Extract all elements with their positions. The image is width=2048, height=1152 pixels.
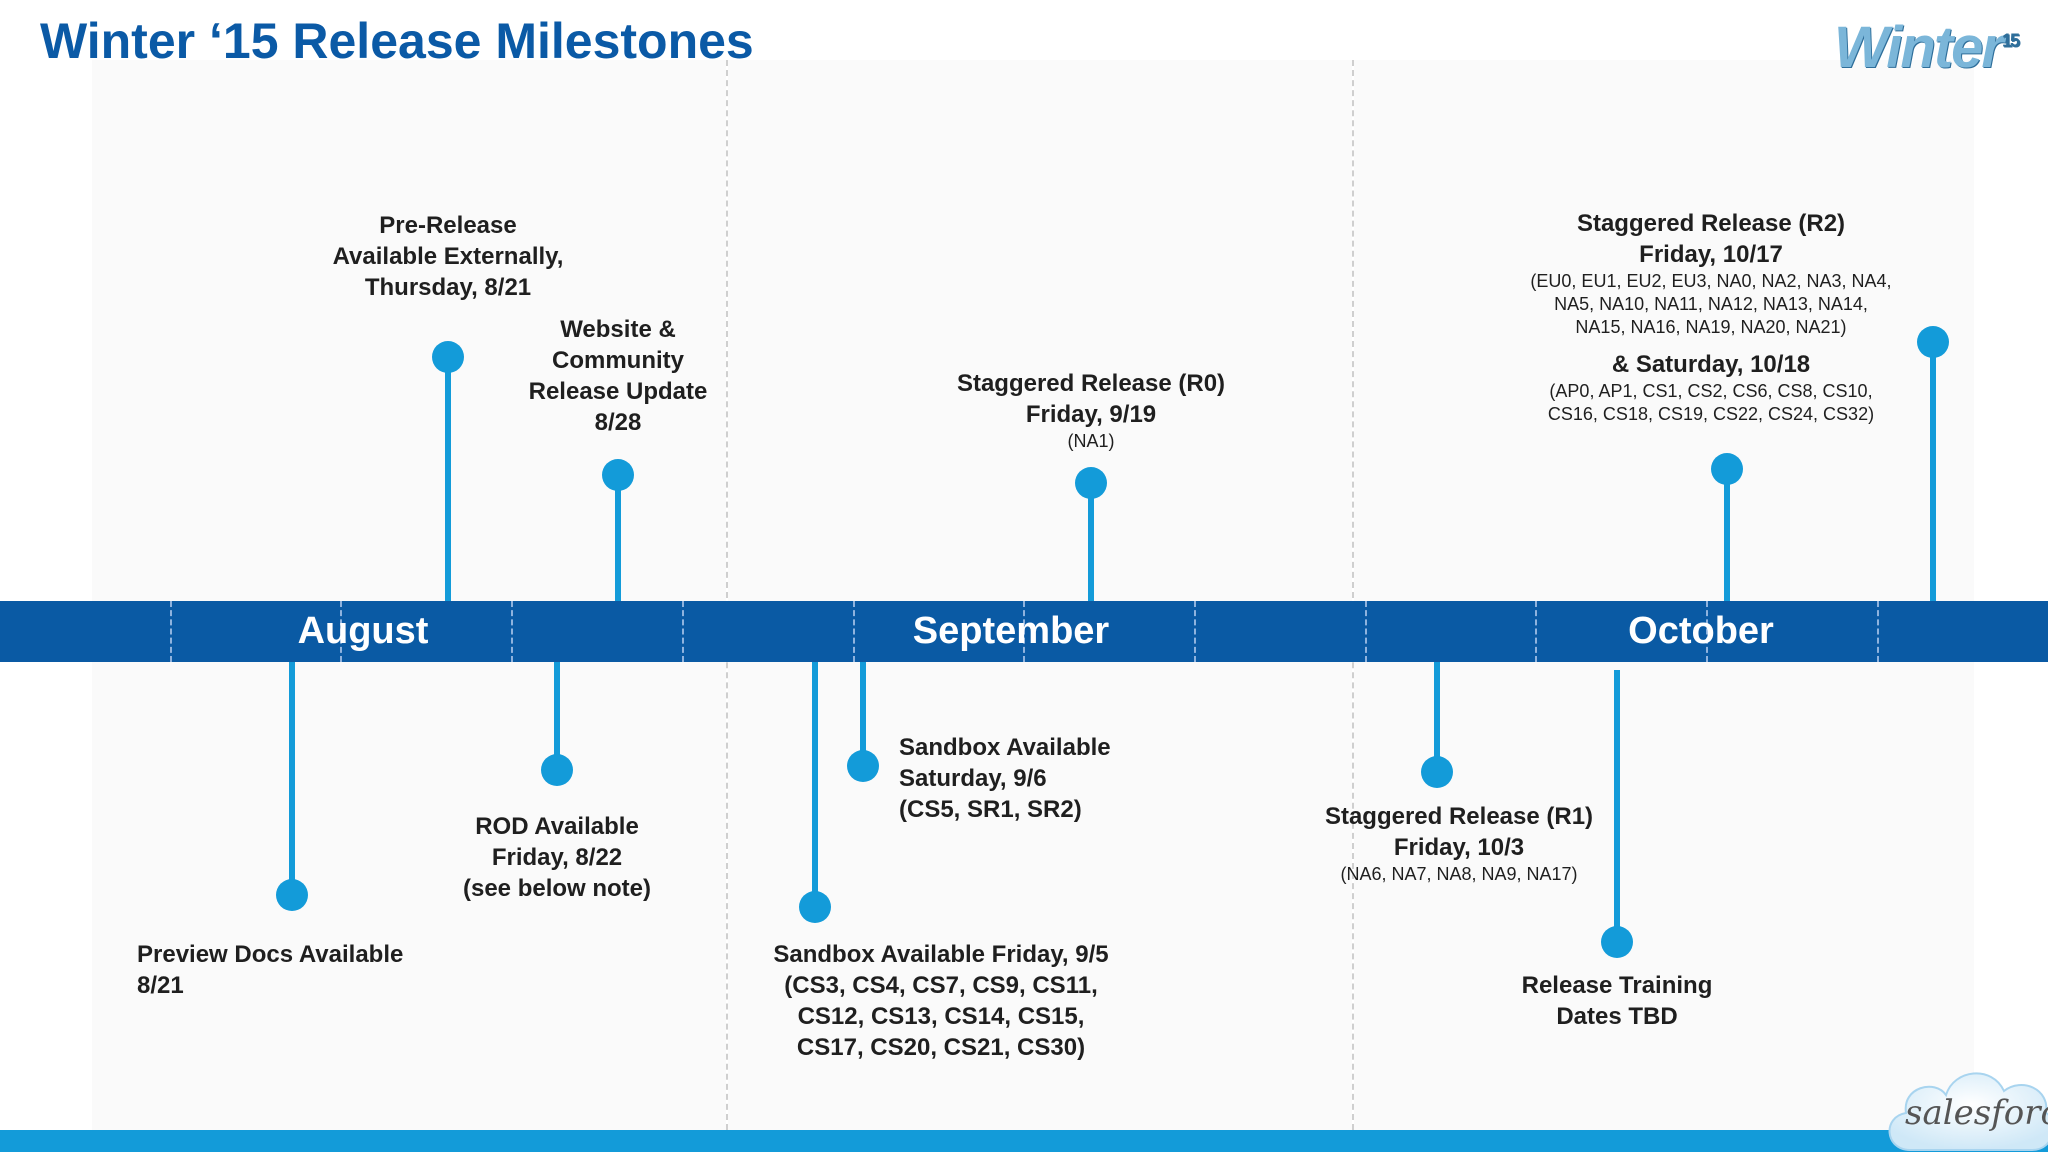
milestone-line: (CS3, CS4, CS7, CS9, CS11, <box>784 972 1098 999</box>
milestone-sandbox-9-5: Sandbox Available Friday, 9/5 (CS3, CS4,… <box>731 939 1151 1063</box>
milestone-marker <box>847 750 879 782</box>
milestone-staggered-r1: Staggered Release (R1) Friday, 10/3 (NA6… <box>1279 801 1639 886</box>
milestone-marker <box>432 341 464 373</box>
milestone-stem <box>1724 469 1730 601</box>
milestone-sandbox-9-6: Sandbox Available Saturday, 9/6 (CS5, SR… <box>899 732 1199 825</box>
milestone-release-training: Release Training Dates TBD <box>1477 970 1757 1032</box>
panel-october <box>1354 60 1974 1130</box>
week-tick <box>1365 601 1367 662</box>
milestone-line: CS17, CS20, CS21, CS30) <box>796 1034 1086 1061</box>
milestone-marker <box>276 879 308 911</box>
milestone-line: Staggered Release (R1) <box>1324 803 1594 830</box>
milestone-stem <box>615 475 621 601</box>
milestone-line: Release Update <box>528 378 708 405</box>
milestone-staggered-r2: Staggered Release (R2) Friday, 10/17 (EU… <box>1528 208 1894 426</box>
milestone-line: (see below note) <box>462 875 652 902</box>
milestone-line: 8/21 <box>137 972 184 999</box>
milestone-marker <box>1711 453 1743 485</box>
milestone-rod-available: ROD Available Friday, 8/22 (see below no… <box>407 811 707 904</box>
week-tick <box>853 601 855 662</box>
week-tick <box>1023 601 1025 662</box>
week-tick <box>511 601 513 662</box>
milestone-line: Friday, 10/17 <box>1639 241 1783 268</box>
milestone-stem <box>1930 342 1936 601</box>
milestone-line: Saturday, 9/6 <box>899 765 1047 792</box>
milestone-stem <box>1088 483 1094 601</box>
footer-bar <box>0 1130 2048 1152</box>
milestone-line: Friday, 8/22 <box>491 844 623 871</box>
week-tick <box>1706 601 1708 662</box>
milestone-stem <box>289 662 295 895</box>
milestone-line: Community <box>552 347 684 374</box>
month-label-october: October <box>1628 610 1774 652</box>
milestone-stem <box>812 662 818 907</box>
milestone-line: Pre-Release <box>379 212 517 239</box>
milestone-stem <box>445 357 451 601</box>
milestone-instances: (NA1) <box>1067 431 1115 451</box>
panel-september <box>728 60 1352 1130</box>
milestone-staggered-r0: Staggered Release (R0) Friday, 9/19 (NA1… <box>921 368 1261 453</box>
milestone-line: & Saturday, 10/18 <box>1611 351 1811 378</box>
week-tick <box>1877 601 1879 662</box>
milestone-line: Staggered Release (R0) <box>956 370 1226 397</box>
milestone-line: Website & <box>560 316 676 343</box>
milestone-website-community: Website & Community Release Update 8/28 <box>488 314 748 438</box>
milestone-line: Friday, 9/19 <box>1025 401 1157 428</box>
milestone-marker <box>602 459 634 491</box>
milestone-marker <box>1601 926 1633 958</box>
milestone-preview-docs: Preview Docs Available 8/21 <box>137 939 467 1001</box>
milestone-line: (CS5, SR1, SR2) <box>899 796 1082 823</box>
milestone-line: Staggered Release (R2) <box>1576 210 1846 237</box>
milestone-line: Dates TBD <box>1556 1003 1678 1030</box>
week-tick <box>170 601 172 662</box>
month-label-august: August <box>297 610 429 652</box>
winter-logo: Winter15 <box>1834 14 2020 81</box>
milestone-line: Thursday, 8/21 <box>364 274 532 301</box>
page-title: Winter ‘15 Release Milestones <box>40 13 754 69</box>
milestone-stem <box>1434 662 1440 772</box>
milestone-marker <box>541 754 573 786</box>
milestone-instances: (EU0, EU1, EU2, EU3, NA0, NA2, NA3, NA4,… <box>1530 271 1892 337</box>
milestone-line: CS12, CS13, CS14, CS15, <box>797 1003 1085 1030</box>
milestone-marker <box>1075 467 1107 499</box>
separator-aug-sep <box>726 60 728 1130</box>
milestone-line: Available Externally, <box>332 243 564 270</box>
milestone-stem <box>554 662 560 770</box>
milestone-stem <box>860 662 866 766</box>
milestone-line: ROD Available <box>475 813 639 840</box>
milestone-line: Preview Docs Available <box>137 941 404 968</box>
milestone-pre-release: Pre-Release Available Externally, Thursd… <box>298 210 598 303</box>
milestone-line: 8/28 <box>594 409 642 436</box>
week-tick <box>1194 601 1196 662</box>
milestone-line: Sandbox Available <box>899 734 1111 761</box>
milestone-marker <box>1917 326 1949 358</box>
salesforce-logo-text: salesforce <box>1905 1093 2048 1133</box>
milestone-marker <box>799 891 831 923</box>
milestone-line: Release Training <box>1521 972 1713 999</box>
separator-sep-oct <box>1352 60 1354 1130</box>
winter-logo-badge: 15 <box>2001 30 2020 51</box>
milestone-instances: (AP0, AP1, CS1, CS2, CS6, CS8, CS10, CS1… <box>1547 381 1875 424</box>
milestone-instances: (NA6, NA7, NA8, NA9, NA17) <box>1340 864 1578 884</box>
milestone-stem <box>1614 670 1620 942</box>
milestone-line: Sandbox Available Friday, 9/5 <box>773 941 1109 968</box>
salesforce-cloud-icon <box>1888 1072 2048 1151</box>
week-tick <box>682 601 684 662</box>
week-tick <box>340 601 342 662</box>
winter-logo-text: Winter <box>1834 15 2004 80</box>
month-label-september: September <box>912 610 1110 652</box>
week-tick <box>1535 601 1537 662</box>
milestone-line: Friday, 10/3 <box>1393 834 1525 861</box>
milestone-marker <box>1421 756 1453 788</box>
